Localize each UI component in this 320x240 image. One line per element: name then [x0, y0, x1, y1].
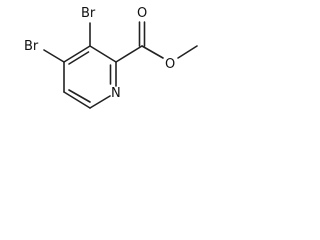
atom-label-ester-oxygen: O — [165, 57, 175, 72]
ring-bond-c2-c3 — [89, 45, 117, 63]
ring-bond-c6-n — [89, 95, 111, 109]
bond-c2-carbonyl — [115, 45, 143, 63]
ring-bond-c5-c6 — [63, 91, 91, 109]
bond-carbonyl-ester-o — [141, 45, 164, 59]
atom-label-carbonyl-oxygen: O — [137, 6, 147, 21]
ring-bond-c5-c6-inner — [68, 89, 91, 103]
atom-label-br-top: Br — [81, 6, 96, 21]
atom-label-nitrogen: N — [111, 86, 121, 101]
ring-bond-c3-c4-inner — [68, 51, 90, 65]
ring-bond-c3-c4 — [63, 45, 91, 63]
bond-ester-o-methyl — [177, 45, 198, 59]
bond-c4-br — [43, 49, 65, 63]
molecule-canvas: Br Br N O O — [0, 0, 225, 133]
molecule-structure: Br Br N O O — [24, 6, 198, 109]
atom-label-br-left: Br — [24, 39, 39, 54]
